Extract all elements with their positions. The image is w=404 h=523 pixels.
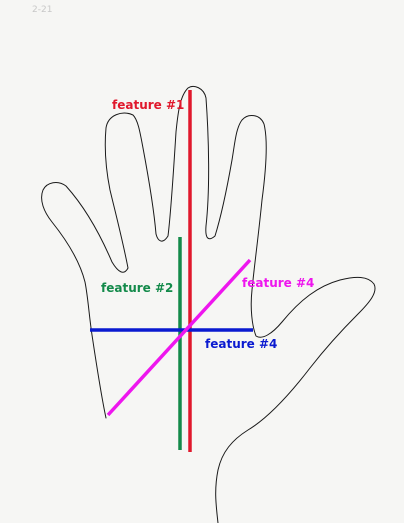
feature-4-line [106, 258, 252, 417]
feature-4-label: feature #4 [242, 276, 314, 290]
feature-2-label: feature #2 [101, 281, 173, 295]
page-mark: 2-21 [32, 5, 52, 15]
feature-3-label: feature #4 [205, 337, 277, 351]
hand-outline [41, 85, 376, 523]
feature-1-label: feature #1 [112, 98, 184, 112]
